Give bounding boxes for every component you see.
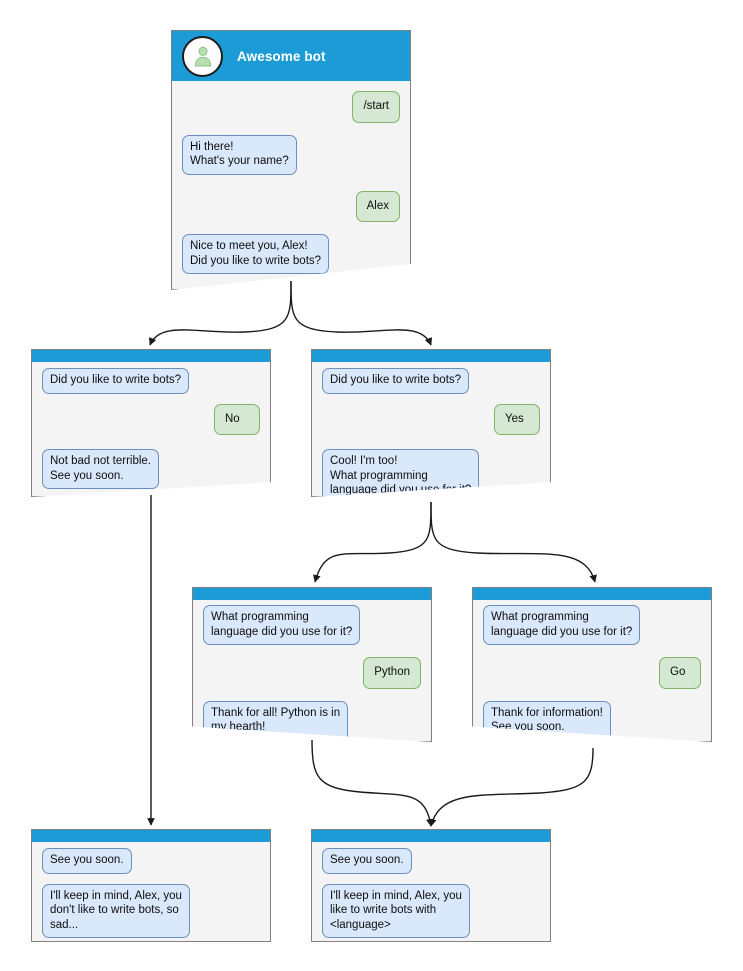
edge-start-to-answer-no (149, 280, 292, 346)
bot-message-bubble[interactable]: What programming language did you use fo… (203, 605, 361, 645)
chat-header-start: Awesome bot (172, 31, 410, 81)
chat-body-answer-yes: Did you like to write bots? Yes Cool! I'… (312, 362, 550, 497)
chat-window-end-no[interactable]: See you soon. I'll keep in mind, Alex, y… (31, 829, 271, 942)
message-row: Not bad not terrible. See you soon. (42, 449, 260, 489)
message-row: See you soon. (322, 848, 540, 874)
user-message-bubble[interactable]: Alex (355, 190, 400, 222)
chat-header-lang-go (473, 588, 711, 600)
bot-message-bubble[interactable]: What programming language did you use fo… (483, 605, 641, 645)
message-row: Did you like to write bots? (322, 368, 540, 394)
message-row: Yes (322, 403, 540, 435)
message-row: Alex (182, 190, 400, 222)
bot-message-bubble[interactable]: Thank for information! See you soon. (483, 700, 611, 741)
bot-name-label: Awesome bot (237, 48, 326, 64)
chat-body-lang-python: What programming language did you use fo… (193, 600, 431, 742)
chat-header-answer-no (32, 350, 270, 362)
chat-body-start: /start Hi there! What's your name? Alex … (172, 81, 410, 274)
bot-message-bubble[interactable]: Did you like to write bots? (322, 368, 470, 394)
chat-body-end-no: See you soon. I'll keep in mind, Alex, y… (32, 842, 270, 938)
chat-body-answer-no: Did you like to write bots? No Not bad n… (32, 362, 270, 489)
message-row: I'll keep in mind, Alex, you like to wri… (322, 883, 540, 938)
user-message-bubble[interactable]: Python (363, 657, 421, 689)
bot-message-bubble[interactable]: Hi there! What's your name? (182, 134, 297, 175)
chat-window-start[interactable]: Awesome bot /start Hi there! What's your… (171, 30, 411, 290)
bot-message-bubble[interactable]: Did you like to write bots? (42, 368, 190, 394)
message-row: Thank for all! Python is in my hearth! S… (203, 700, 421, 742)
bot-message-bubble[interactable]: I'll keep in mind, Alex, you don't like … (42, 883, 190, 938)
message-row: Did you like to write bots? (42, 368, 260, 394)
chat-header-end-no (32, 830, 270, 842)
message-row: No (42, 403, 260, 435)
chat-window-end-yes[interactable]: See you soon. I'll keep in mind, Alex, y… (311, 829, 551, 942)
chat-window-answer-no[interactable]: Did you like to write bots? No Not bad n… (31, 349, 271, 497)
bot-message-bubble[interactable]: Cool! I'm too! What programming language… (322, 449, 480, 497)
chat-body-lang-go: What programming language did you use fo… (473, 600, 711, 741)
chat-window-answer-yes[interactable]: Did you like to write bots? Yes Cool! I'… (311, 349, 551, 497)
user-message-bubble[interactable]: /start (352, 91, 400, 123)
person-avatar-icon (182, 35, 223, 77)
chat-header-end-yes (312, 830, 550, 842)
bot-message-bubble[interactable]: I'll keep in mind, Alex, you like to wri… (322, 883, 470, 938)
message-row: /start (182, 91, 400, 123)
message-row: Hi there! What's your name? (182, 134, 400, 175)
chat-header-answer-yes (312, 350, 550, 362)
edge-answer-yes-to-lang-python (313, 501, 432, 583)
message-row: I'll keep in mind, Alex, you don't like … (42, 883, 260, 938)
chat-body-end-yes: See you soon. I'll keep in mind, Alex, y… (312, 842, 550, 938)
message-row: Go (483, 657, 701, 689)
message-row: Python (203, 657, 421, 689)
user-message-bubble[interactable]: Go (659, 657, 701, 689)
bot-message-bubble[interactable]: Not bad not terrible. See you soon. (42, 449, 160, 489)
message-row: What programming language did you use fo… (483, 605, 701, 645)
edge-lang-go-to-end-yes (428, 747, 594, 827)
message-row: Thank for information! See you soon. (483, 700, 701, 741)
chat-window-lang-python[interactable]: What programming language did you use fo… (192, 587, 432, 742)
message-row: Cool! I'm too! What programming language… (322, 449, 540, 497)
bot-message-bubble[interactable]: See you soon. (42, 848, 132, 874)
user-message-bubble[interactable]: Yes (494, 403, 540, 435)
message-row: See you soon. (42, 848, 260, 874)
chat-header-lang-python (193, 588, 431, 600)
edge-answer-yes-to-lang-go (430, 501, 597, 583)
edge-lang-python-to-end-yes (311, 739, 434, 827)
message-row: Nice to meet you, Alex! Did you like to … (182, 234, 400, 274)
user-message-bubble[interactable]: No (214, 403, 260, 435)
bot-message-bubble[interactable]: Thank for all! Python is in my hearth! S… (203, 700, 349, 742)
message-row: What programming language did you use fo… (203, 605, 421, 645)
bot-message-bubble[interactable]: See you soon. (322, 848, 412, 874)
chat-window-lang-go[interactable]: What programming language did you use fo… (472, 587, 712, 742)
bot-message-bubble[interactable]: Nice to meet you, Alex! Did you like to … (182, 234, 330, 274)
edge-start-to-answer-yes (290, 280, 432, 346)
